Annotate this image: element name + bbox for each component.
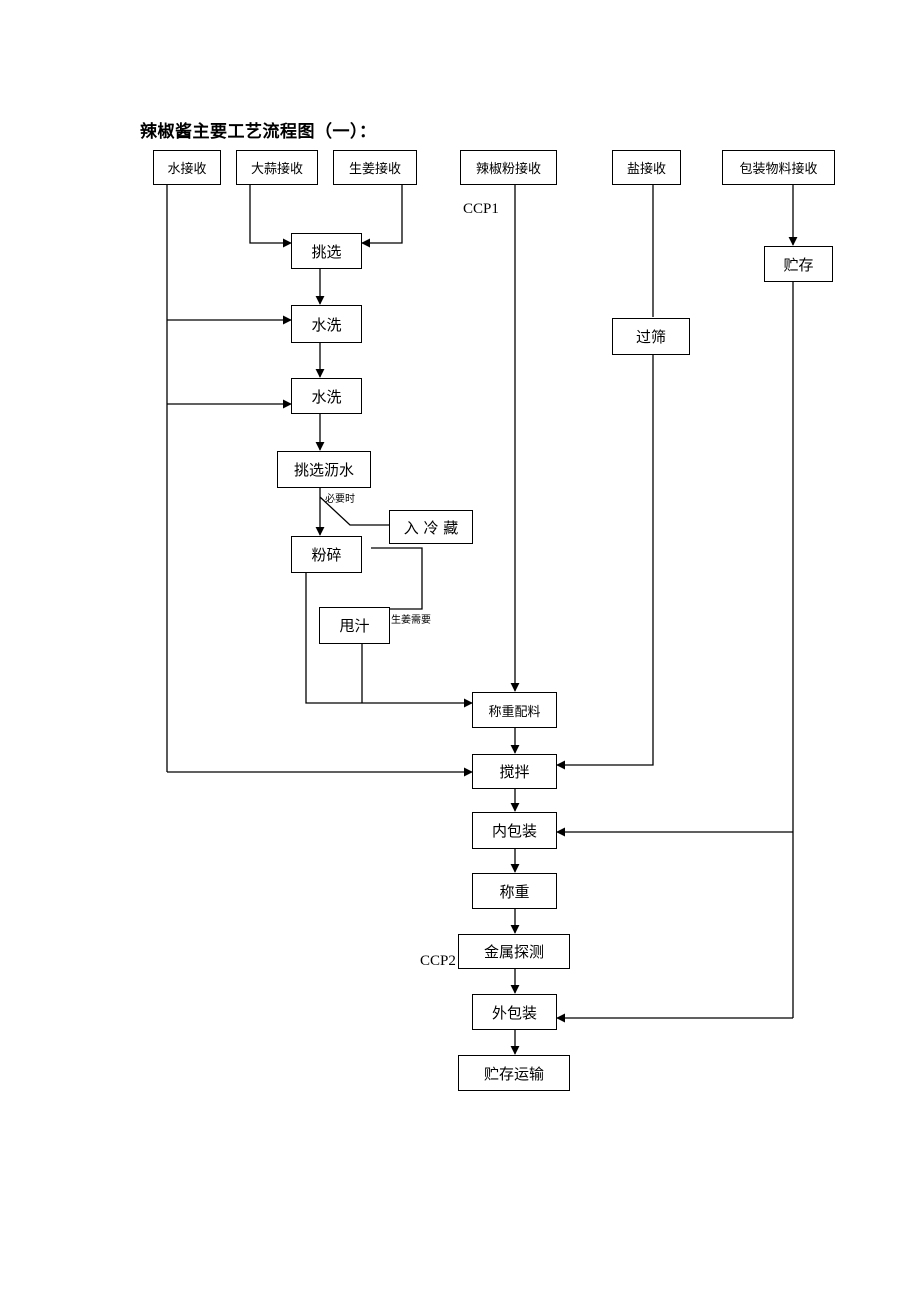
node-packaging-receive: 包装物料接收	[722, 150, 835, 185]
node-storage-transport: 贮存运输	[458, 1055, 570, 1091]
node-outer-packing: 外包装	[472, 994, 557, 1030]
node-washing-2: 水洗	[291, 378, 362, 414]
ccp1-label: CCP1	[463, 201, 499, 217]
node-ginger-receive: 生姜接收	[333, 150, 417, 185]
node-juice-spinning: 甩汁	[319, 607, 390, 644]
node-crushing: 粉碎	[291, 536, 362, 573]
node-sieving: 过筛	[612, 318, 690, 355]
node-cold-storage: 入 冷 藏	[389, 510, 473, 544]
node-weighing-batching: 称重配料	[472, 692, 557, 728]
ccp2-label: CCP2	[420, 953, 456, 969]
page-title: 辣椒酱主要工艺流程图（一）：	[140, 122, 377, 142]
node-sorting-draining: 挑选沥水	[277, 451, 371, 488]
connector-garlic-to-sorting	[249, 185, 292, 248]
node-metal-detection: 金属探测	[458, 934, 570, 969]
node-storage: 贮存	[764, 246, 833, 282]
node-inner-packing: 内包装	[472, 812, 557, 849]
node-chili-powder-receive: 辣椒粉接收	[460, 150, 557, 185]
connector-to-cold-storage	[319, 496, 389, 526]
node-garlic-receive: 大蒜接收	[236, 150, 318, 185]
connector-crushing-to-batching	[305, 573, 473, 708]
when-necessary-note: 必要时	[325, 494, 355, 505]
node-washing-1: 水洗	[291, 305, 362, 343]
node-sorting: 挑选	[291, 233, 362, 269]
connector-crushing-to-juice	[371, 547, 423, 610]
node-weighing: 称重	[472, 873, 557, 909]
node-salt-receive: 盐接收	[612, 150, 681, 185]
connector-sieving-to-mixing	[556, 355, 654, 770]
node-water-receive: 水接收	[153, 150, 221, 185]
node-mixing: 搅拌	[472, 754, 557, 789]
connector-ginger-to-sorting	[361, 185, 403, 248]
ginger-needs-note: 生姜需要	[391, 615, 431, 626]
